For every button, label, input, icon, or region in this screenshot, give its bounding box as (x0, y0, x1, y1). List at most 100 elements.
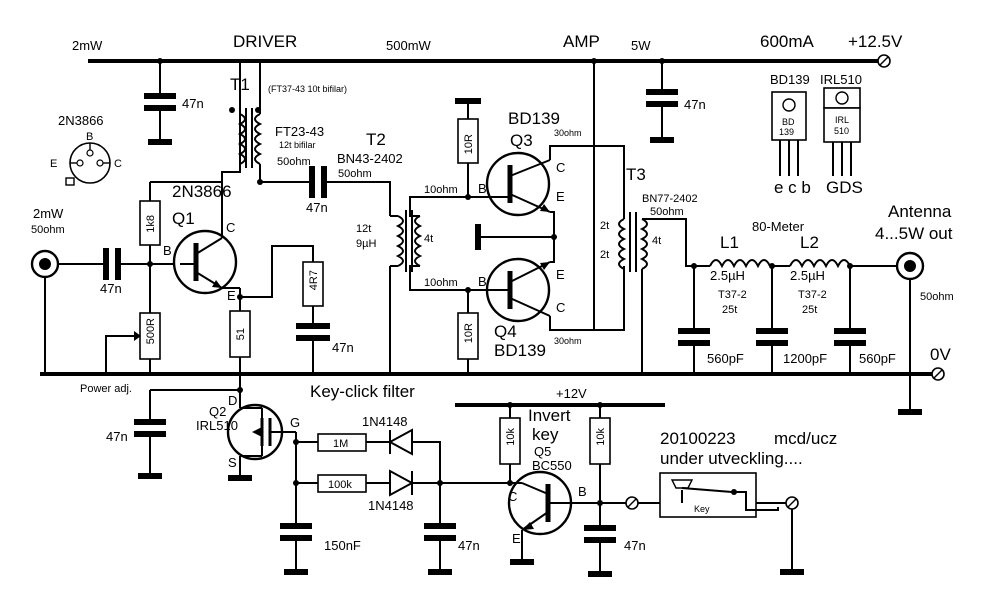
l1-turns: 25t (722, 304, 737, 316)
note-author: mcd/ucz (774, 429, 837, 448)
t3-core: BN77-2402 (642, 193, 698, 205)
q4-type: BD139 (494, 341, 546, 360)
pinout-irl510-body-1: IRL (835, 115, 849, 125)
label-500mw: 500mW (386, 38, 432, 53)
potentiometer-500r-value: 500R (145, 318, 157, 344)
l1-inductance: 2.5µH (710, 268, 745, 283)
t2-primary-turns: 12t (356, 223, 371, 235)
antenna-title: Antenna (888, 202, 952, 221)
transistor-q4 (468, 257, 551, 323)
q4-pin-b: B (478, 274, 487, 289)
resistor-4r7-value: 4R7 (308, 270, 320, 290)
transformer-t2-primary (395, 215, 404, 267)
transformer-t3-secondary (639, 218, 648, 270)
ft23-turns: 12t bifilar (279, 140, 316, 150)
label-ground: 0V (930, 345, 951, 364)
antenna-connector (895, 251, 925, 281)
diode-filter-capacitor (424, 523, 456, 541)
transformer-t1-winding-b (254, 113, 263, 165)
diode-d2-type: 1N4148 (368, 498, 414, 513)
l2-ref: L2 (800, 233, 819, 252)
band-label: 80-Meter (752, 219, 805, 234)
t2-base-impedance-top: 10ohm (424, 184, 458, 196)
transistor-q3 (468, 151, 551, 217)
transistor-q5 (507, 470, 600, 560)
filter-capacitor-3 (834, 328, 866, 346)
input-capacitor (103, 248, 121, 280)
resistor-51-value: 51 (235, 328, 247, 340)
label-driver: DRIVER (233, 32, 297, 51)
pinout-2n3866-b: B (86, 131, 93, 143)
filter-capacitor-2 (756, 328, 788, 346)
l2-inductance: 2.5µH (790, 268, 825, 283)
q5-pin-e: E (512, 531, 521, 546)
emitter-cap-value: 47n (332, 340, 354, 355)
q2-type: IRL510 (196, 418, 238, 433)
pinout-bd139-body-2: 139 (779, 127, 794, 137)
label-amp: AMP (563, 32, 600, 51)
label-supply: +12.5V (848, 32, 903, 51)
pinout-irl510-icon (823, 87, 861, 176)
pinout-irl510-body-2: 510 (834, 126, 849, 136)
pinout-bd139-pins: e c b (774, 178, 811, 197)
q1-type: 2N3866 (172, 182, 232, 201)
key-terminal-left (625, 496, 639, 510)
label-5w: 5W (631, 38, 651, 53)
q4-pin-c: C (556, 300, 565, 315)
ft23-core: FT23-43 (275, 124, 324, 139)
diode-d1 (387, 428, 413, 456)
t2-input-impedance: 50ohm (338, 168, 372, 180)
inductor-l2 (789, 259, 851, 269)
t3-ref: T3 (626, 165, 646, 184)
coupling-cap-value: 47n (306, 200, 328, 215)
note-date: 20100223 (660, 429, 736, 448)
resistor-10k-collector-value: 10k (505, 428, 517, 446)
resistor-10r-bottom-value: 10R (463, 323, 475, 343)
pinout-bd139-icon (771, 91, 807, 176)
label-plus12: +12V (556, 386, 587, 401)
inductor-l1 (709, 259, 771, 269)
t2-ref: T2 (366, 130, 386, 149)
resistor-1k8-value: 1k8 (145, 215, 157, 233)
q4-ref: Q4 (494, 322, 517, 341)
key-capacitor (584, 525, 616, 543)
filter-cap-150nf-value: 150nF (324, 538, 361, 553)
label-current: 600mA (760, 32, 815, 51)
coupling-capacitor (309, 166, 327, 198)
decoupling-capacitor-1 (144, 93, 176, 111)
resistor-10k-base-value: 10k (595, 428, 607, 446)
q3-pin-e: E (556, 189, 565, 204)
transistor-q1 (172, 229, 238, 295)
antenna-power: 4...5W out (875, 224, 953, 243)
t3-primary-turns-b: 2t (600, 249, 609, 261)
q1-pin-b: B (163, 243, 172, 258)
q2-pin-d: D (228, 393, 237, 408)
key-lever-icon (670, 479, 779, 511)
q3-pin-c: C (556, 160, 565, 175)
filter-cap-1-value: 560pF (707, 351, 744, 366)
filter-cap-2-value: 1200pF (783, 351, 827, 366)
t3-secondary-turns: 4t (652, 235, 661, 247)
label-2mw-rail: 2mW (72, 38, 103, 53)
t2-base-impedance-bottom: 10ohm (424, 277, 458, 289)
diode-d2 (389, 469, 415, 497)
emitter-capacitor (296, 323, 330, 341)
decoupling-cap-1-value: 47n (182, 96, 204, 111)
l1-ref: L1 (720, 233, 739, 252)
q3-type: BD139 (508, 109, 560, 128)
q4-collector-impedance: 30ohm (554, 336, 582, 346)
transformer-t3-primary (618, 218, 627, 270)
diode-filter-cap-value: 47n (458, 538, 480, 553)
filter-capacitor-1 (678, 328, 710, 346)
t2-core: BN43-2402 (337, 151, 403, 166)
input-power: 2mW (33, 206, 64, 221)
keyclick-label: Key-click filter (310, 382, 415, 401)
ground-terminal (931, 367, 945, 381)
l2-core: T37-2 (798, 289, 827, 301)
q2-pin-s: S (228, 455, 237, 470)
decoupling-cap-2-value: 47n (684, 97, 706, 112)
q3-pin-b: B (478, 181, 487, 196)
ground-symbol (898, 374, 922, 415)
q2-pin-g: G (290, 415, 300, 430)
